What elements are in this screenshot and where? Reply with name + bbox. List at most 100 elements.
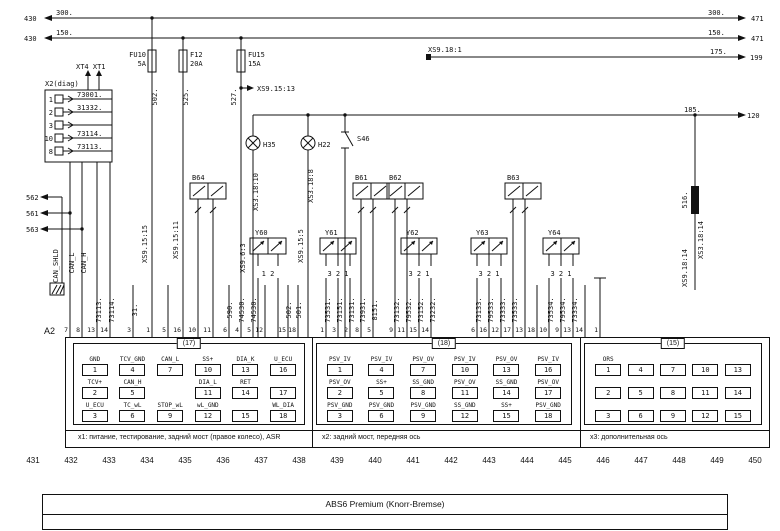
a2-cell-label: PSV_OV bbox=[495, 356, 518, 363]
a2-cell-label: CAN_L bbox=[161, 356, 180, 363]
ruler-number: 436 bbox=[216, 456, 230, 465]
a2-cell-pin: 7 bbox=[659, 364, 686, 376]
a2-top-pin: 16 bbox=[479, 326, 487, 334]
a2-top-pin: 7 bbox=[64, 326, 68, 334]
wire-label-vertical: 590. bbox=[226, 302, 234, 319]
wire-label: 3 2 1 bbox=[550, 270, 571, 278]
wire-label-vertical: 501. bbox=[295, 302, 303, 319]
a2-cell-label: PSV_GND bbox=[368, 402, 395, 409]
a2-cell-label: PSV_IV bbox=[537, 356, 559, 363]
xt-arrowheads bbox=[85, 70, 102, 76]
a2-cell: 15 bbox=[722, 401, 754, 422]
wire-label-vertical: 73152. bbox=[417, 297, 425, 322]
wire-label: 471 bbox=[751, 35, 764, 43]
wire-label-vertical: 79532. bbox=[405, 297, 413, 322]
a2-section-x3: (15) bbox=[584, 338, 762, 425]
a2-cell-pin: 12 bbox=[451, 410, 478, 422]
shield-ground-icon bbox=[49, 282, 65, 296]
wire-label: 73113. bbox=[77, 143, 102, 151]
a2-section-x1: (17) bbox=[73, 338, 305, 425]
x2-diag-rows bbox=[54, 94, 112, 156]
a2-cell-pin: 1 bbox=[595, 364, 622, 376]
wire-label-vertical: 74530. bbox=[250, 297, 258, 322]
a2-cell-pin: 8 bbox=[659, 387, 686, 399]
left-arrowheads bbox=[40, 194, 48, 232]
wire-label-vertical: 516. bbox=[681, 192, 689, 209]
wire-label: 3 2 1 bbox=[478, 270, 499, 278]
a2-cell-label: PSV_IV bbox=[370, 356, 393, 363]
a2-pin-wires bbox=[69, 285, 601, 337]
a2-cell-label: RET bbox=[240, 379, 251, 386]
a2-cell-label: wL_GND bbox=[196, 402, 219, 409]
ruler-number: 433 bbox=[102, 456, 116, 465]
a2-cell-pin: 18 bbox=[535, 410, 562, 422]
wire-label-vertical: XS9.15:11 bbox=[172, 221, 180, 259]
ruler-number: 435 bbox=[178, 456, 192, 465]
a2-cell-pin: 7 bbox=[410, 364, 437, 376]
ruler-number: 447 bbox=[634, 456, 648, 465]
wire-label: S46 bbox=[357, 135, 370, 143]
ruler-number: 449 bbox=[710, 456, 724, 465]
wire-label-vertical: XS9.15:15 bbox=[141, 225, 149, 263]
a2-cell-pin: 16 bbox=[270, 364, 297, 376]
wire-label: 10 bbox=[45, 135, 53, 143]
ruler-number: 439 bbox=[330, 456, 344, 465]
wire-label: XS9.18:1 bbox=[428, 46, 462, 54]
ruler-number: 440 bbox=[368, 456, 382, 465]
a2-cell-pin: 8 bbox=[410, 387, 437, 399]
a2-cell-label: SS_GND bbox=[412, 379, 434, 386]
wire-label: Y60 bbox=[255, 229, 268, 237]
a2-cell-pin: 15 bbox=[724, 410, 751, 422]
a2-top-pin: 16 bbox=[173, 326, 181, 334]
ruler-number: 444 bbox=[520, 456, 534, 465]
a2-top-pin: 8 bbox=[76, 326, 80, 334]
wire-label: 120 bbox=[747, 112, 760, 120]
a2-top-pin: 4 bbox=[235, 326, 239, 334]
wire-label: 15A bbox=[248, 60, 261, 68]
wire-label: 150. bbox=[708, 29, 725, 37]
a2-top-pin: 11 bbox=[203, 326, 211, 334]
a2-top-pin: 18 bbox=[288, 326, 296, 334]
a2-cell: 3 bbox=[592, 401, 624, 422]
a2-cell-pin: 3 bbox=[81, 410, 108, 422]
a2-section-x2: (18) bbox=[316, 338, 572, 425]
wire-label-vertical: 73132. bbox=[393, 297, 401, 322]
a2-cell-label: TCV+ bbox=[87, 379, 103, 386]
a2-cell-label: SS+ bbox=[501, 402, 512, 409]
a2-ecu-block bbox=[65, 337, 770, 448]
a2-cell bbox=[151, 378, 189, 399]
a2-cell-pin: 11 bbox=[692, 387, 719, 399]
wire-label-vertical: XS9.6:3 bbox=[239, 243, 247, 273]
wire-label: Y63 bbox=[476, 229, 489, 237]
a2-cell-pin: 4 bbox=[368, 364, 395, 376]
a2-cell-pin: 2 bbox=[326, 387, 353, 399]
wire-label-vertical: XS9.18:14 bbox=[681, 249, 689, 287]
a2-cell-label: PSV_GND bbox=[535, 402, 561, 409]
wire-label: 8 bbox=[49, 148, 53, 156]
wire-label-vertical: 73133. bbox=[475, 297, 483, 322]
a2-cell: 15 bbox=[227, 401, 265, 422]
a2-top-pin: 12 bbox=[255, 326, 263, 334]
a2-cell-pin: 9 bbox=[157, 410, 184, 422]
a2-section-x2-count: (18) bbox=[431, 338, 457, 349]
a2-cell-label: PSV_OV bbox=[412, 356, 434, 363]
wire-label: XS9.15:13 bbox=[257, 85, 295, 93]
a2-top-pin: 10 bbox=[539, 326, 547, 334]
ruler-number: 434 bbox=[140, 456, 154, 465]
wire-label-vertical: 73131. bbox=[348, 297, 356, 322]
a2-cell-pin: 14 bbox=[232, 387, 259, 399]
wire-label: XT4 XT1 bbox=[76, 63, 106, 71]
a2-top-pin: 6 bbox=[223, 326, 227, 334]
wire-label: 1 bbox=[49, 96, 53, 104]
a2-cell: 4 bbox=[624, 355, 656, 376]
